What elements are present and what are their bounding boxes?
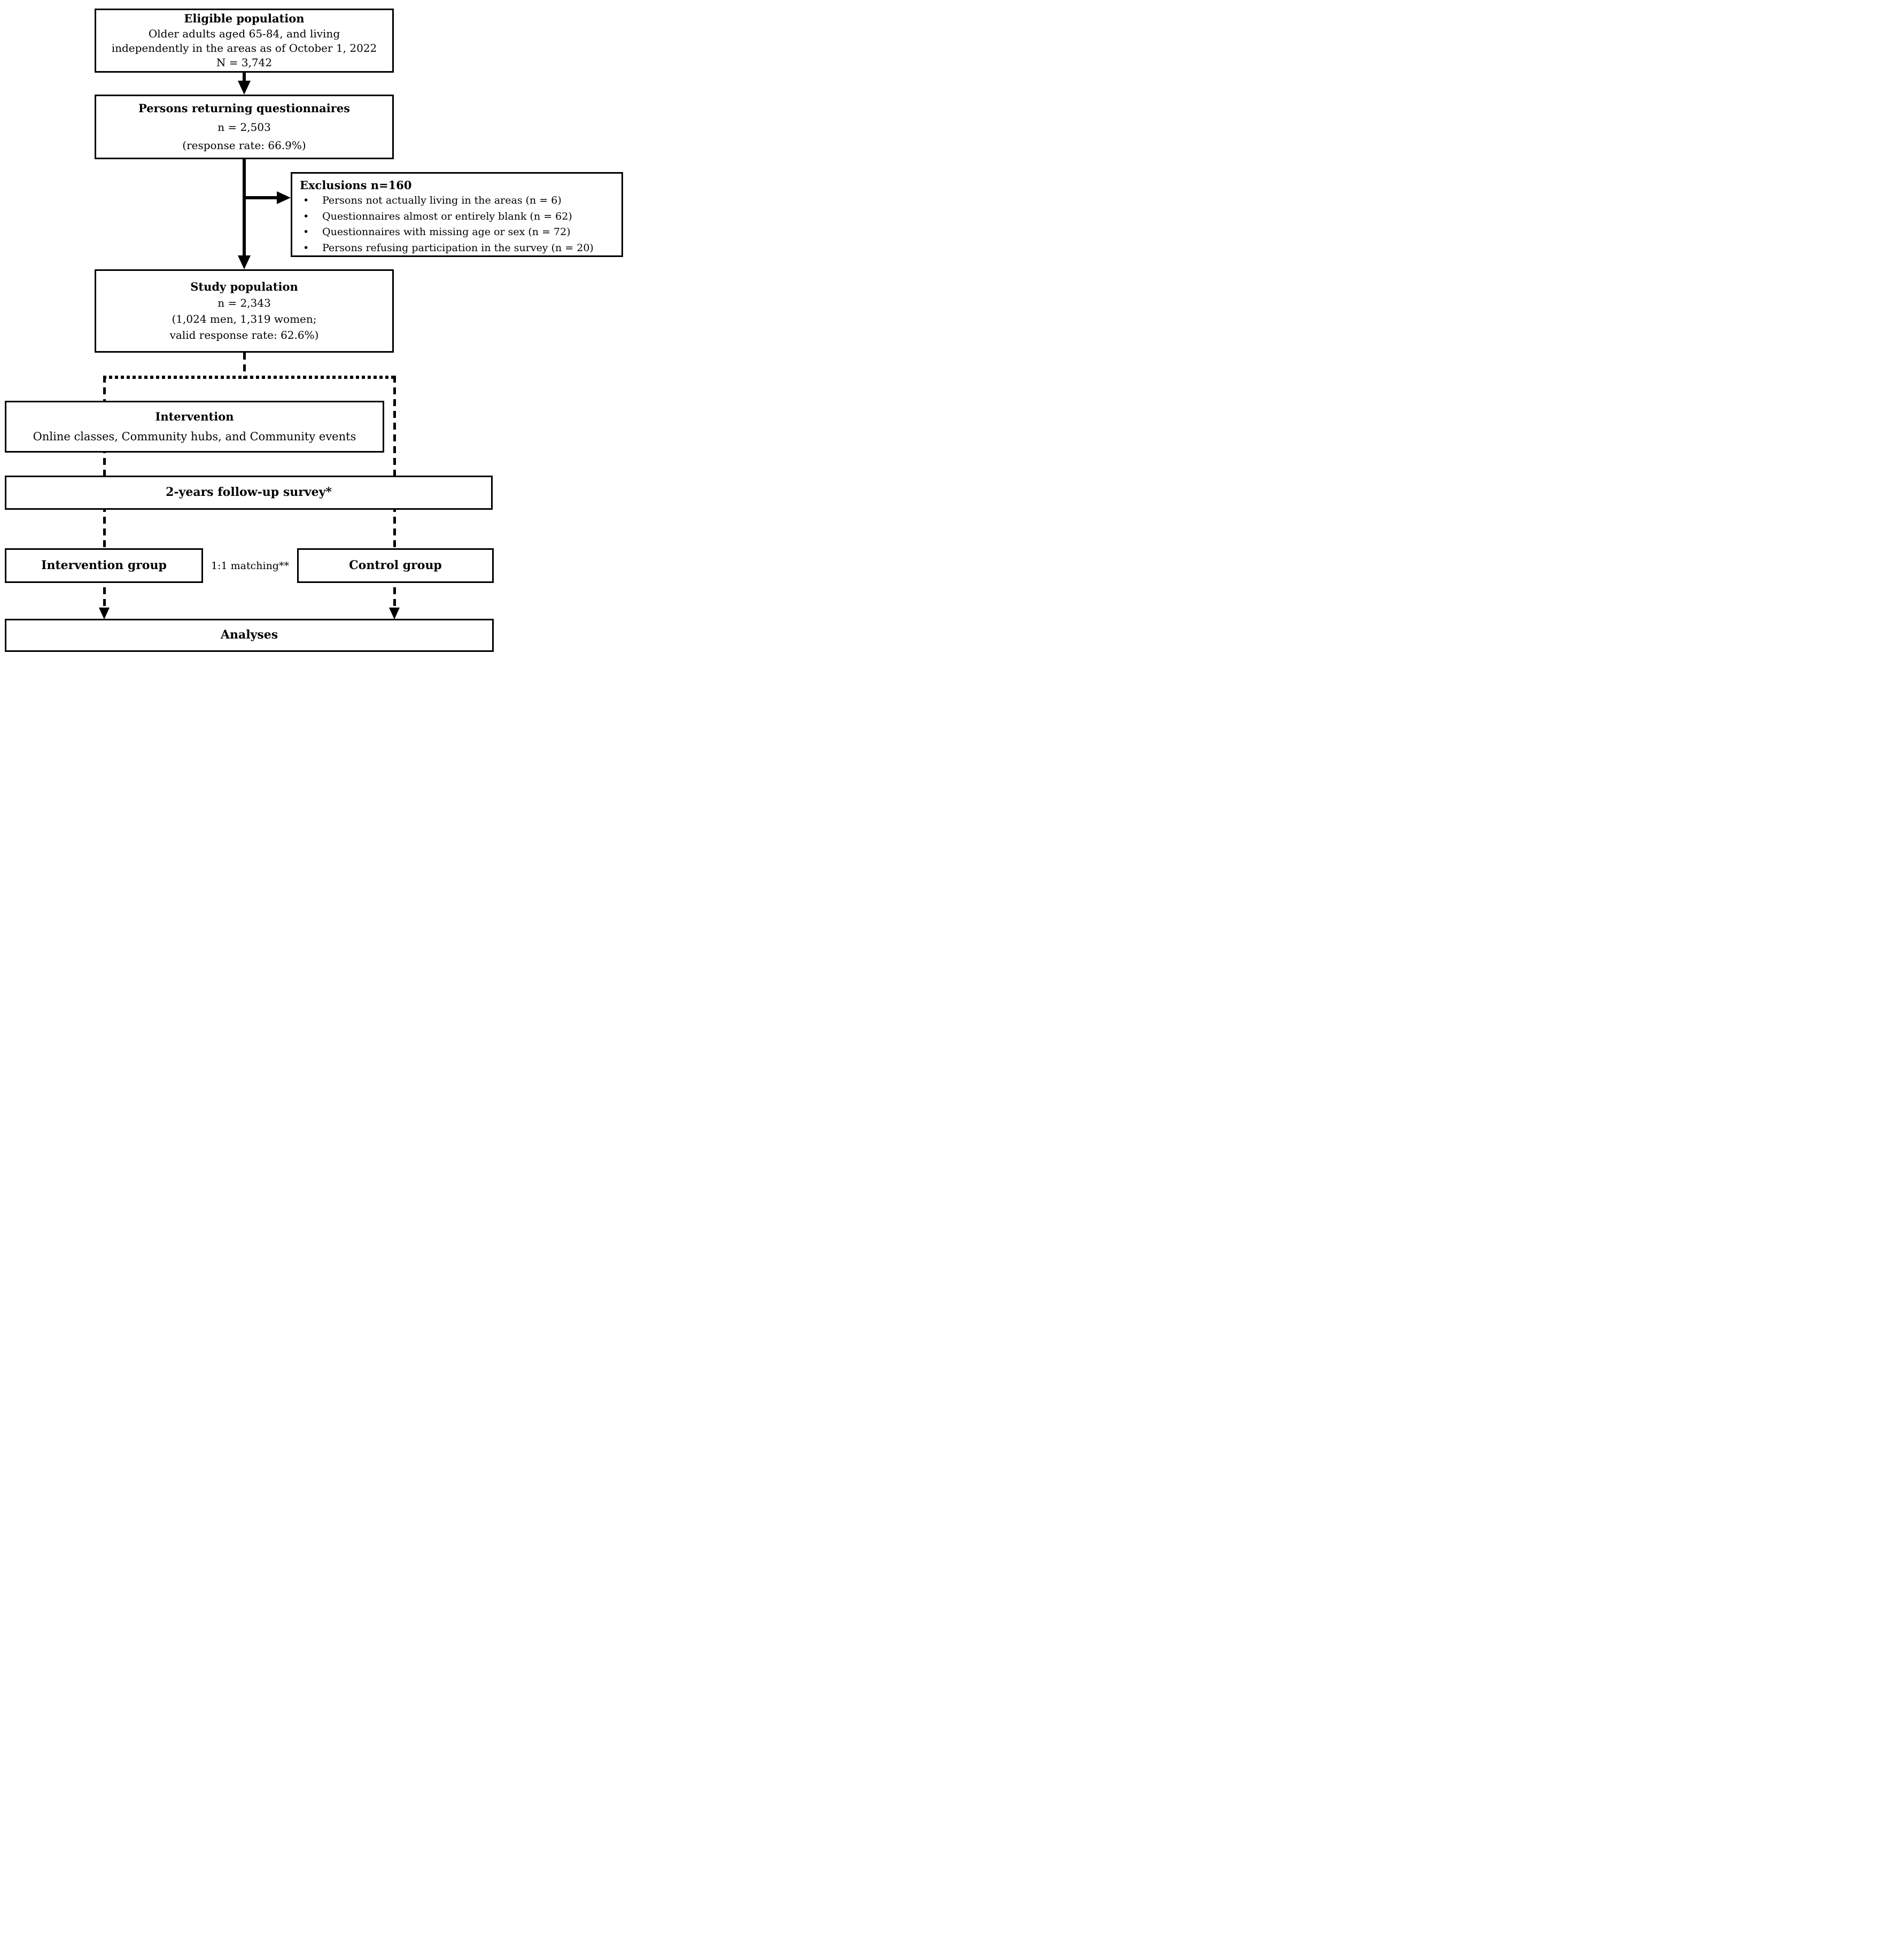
eligible-population-title: Eligible population bbox=[184, 12, 305, 26]
persons-returning-title: Persons returning questionnaires bbox=[138, 102, 351, 115]
exclusion-item: • Persons not actually living in the are… bbox=[300, 193, 562, 208]
bullet-icon: • bbox=[303, 226, 309, 238]
study-population-title: Study population bbox=[190, 279, 298, 293]
flow-diagram: Eligible population Older adults aged 65… bbox=[0, 0, 627, 654]
intervention-title: Intervention bbox=[155, 410, 234, 424]
box-intervention-group: Intervention group bbox=[5, 548, 203, 583]
exclusion-item-text: Questionnaires almost or entirely blank … bbox=[322, 210, 572, 222]
arrow-eligible-to-returning-line bbox=[243, 71, 246, 83]
persons-returning-note: (response rate: 66.9%) bbox=[182, 138, 306, 152]
box-intervention: Intervention Online classes, Community h… bbox=[5, 401, 384, 453]
dotted-connector-horizontal bbox=[103, 376, 396, 379]
arrow-returning-to-study-line bbox=[243, 158, 246, 258]
box-control-group: Control group bbox=[297, 548, 494, 583]
box-persons-returning: Persons returning questionnaires n = 2,5… bbox=[95, 95, 394, 159]
control-group-title: Control group bbox=[349, 558, 442, 572]
eligible-population-n: N = 3,742 bbox=[216, 56, 273, 69]
arrow-eligible-to-returning-head bbox=[238, 81, 251, 95]
persons-returning-n: n = 2,503 bbox=[217, 120, 271, 134]
eligible-population-body-line2: independently in the areas as of October… bbox=[111, 41, 377, 55]
exclusion-item-text: Questionnaires with missing age or sex (… bbox=[322, 226, 571, 238]
arrow-exclusions-branch-head bbox=[277, 191, 291, 204]
intervention-group-title: Intervention group bbox=[41, 558, 167, 572]
bullet-icon: • bbox=[303, 242, 309, 254]
arrowhead-right-into-analyses bbox=[389, 608, 400, 619]
arrow-exclusions-branch-line bbox=[243, 196, 278, 199]
exclusions-title: Exclusions n=160 bbox=[300, 178, 412, 192]
box-followup-survey: 2-years follow-up survey* bbox=[5, 476, 493, 510]
exclusion-item: • Questionnaires almost or entirely blan… bbox=[300, 209, 572, 224]
analyses-title: Analyses bbox=[220, 628, 278, 642]
followup-survey-title: 2-years follow-up survey* bbox=[166, 485, 332, 500]
eligible-population-body-line1: Older adults aged 65-84, and living bbox=[148, 27, 340, 40]
box-analyses: Analyses bbox=[5, 619, 494, 652]
box-eligible-population: Eligible population Older adults aged 65… bbox=[95, 9, 394, 73]
bullet-icon: • bbox=[303, 195, 309, 207]
exclusion-item: • Persons refusing participation in the … bbox=[300, 240, 594, 256]
exclusion-item-text: Persons not actually living in the areas… bbox=[322, 195, 562, 207]
exclusion-item: • Questionnaires with missing age or sex… bbox=[300, 224, 571, 240]
exclusion-item-text: Persons refusing participation in the su… bbox=[322, 242, 594, 254]
arrow-returning-to-study-head bbox=[238, 255, 251, 269]
study-population-detail-line2: valid response rate: 62.6%) bbox=[169, 329, 319, 342]
box-study-population: Study population n = 2,343 (1,024 men, 1… bbox=[95, 269, 394, 353]
dashed-stub-from-study bbox=[243, 353, 246, 379]
matching-label: 1:1 matching** bbox=[211, 559, 289, 572]
intervention-body: Online classes, Community hubs, and Comm… bbox=[33, 430, 356, 443]
arrowhead-left-into-analyses bbox=[99, 608, 110, 619]
study-population-n: n = 2,343 bbox=[217, 297, 271, 310]
study-population-detail-line1: (1,024 men, 1,319 women; bbox=[172, 313, 317, 326]
bullet-icon: • bbox=[303, 210, 309, 222]
box-exclusions: Exclusions n=160 • Persons not actually … bbox=[291, 172, 623, 257]
